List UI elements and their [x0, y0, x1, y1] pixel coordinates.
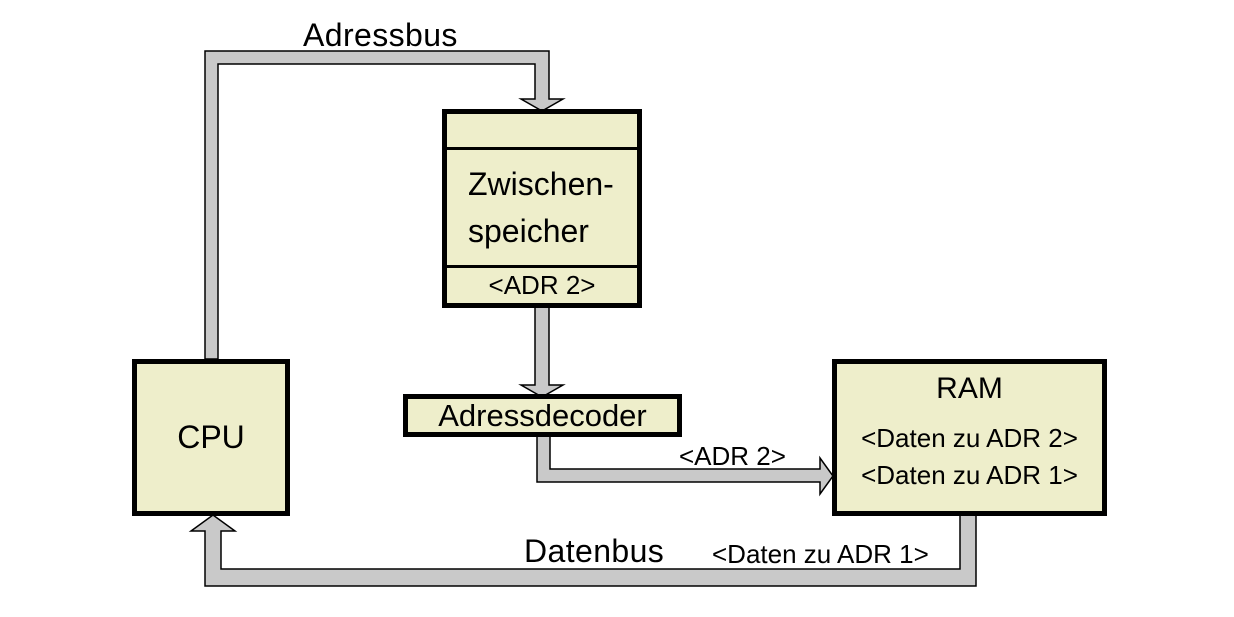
datenbus-label: Datenbus — [524, 533, 665, 569]
buffer-to-decoder-arrow — [518, 304, 566, 398]
ram-box: RAM <Daten zu ADR 2> <Daten zu ADR 1> — [832, 359, 1107, 516]
cpu-box: CPU — [132, 359, 290, 516]
cpu-label: CPU — [177, 419, 245, 455]
decoder-to-ram-arrow — [536, 434, 834, 497]
datenbus-payload-label: <Daten zu ADR 1> — [712, 539, 929, 569]
ram-data-entry: <Daten zu ADR 1> — [861, 460, 1078, 490]
datenbus-line — [188, 513, 977, 587]
adr2-bus-label: <ADR 2> — [679, 441, 786, 471]
adressdecoder-label: Adressdecoder — [438, 397, 647, 433]
ram-data-entry: <Daten zu ADR 2> — [861, 423, 1078, 453]
zwischenspeicher-empty-slot — [447, 114, 637, 150]
zwischenspeicher-address-slot: <ADR 2> — [447, 265, 637, 303]
zwischenspeicher-box: Zwischen- speicher <ADR 2> — [442, 109, 642, 308]
adressbus-line — [204, 50, 566, 360]
ram-title: RAM — [936, 372, 1003, 405]
adressdecoder-box: Adressdecoder — [403, 394, 682, 437]
adressbus-label: Adressbus — [303, 17, 458, 53]
zwischenspeicher-label: Zwischen- speicher — [468, 165, 614, 249]
